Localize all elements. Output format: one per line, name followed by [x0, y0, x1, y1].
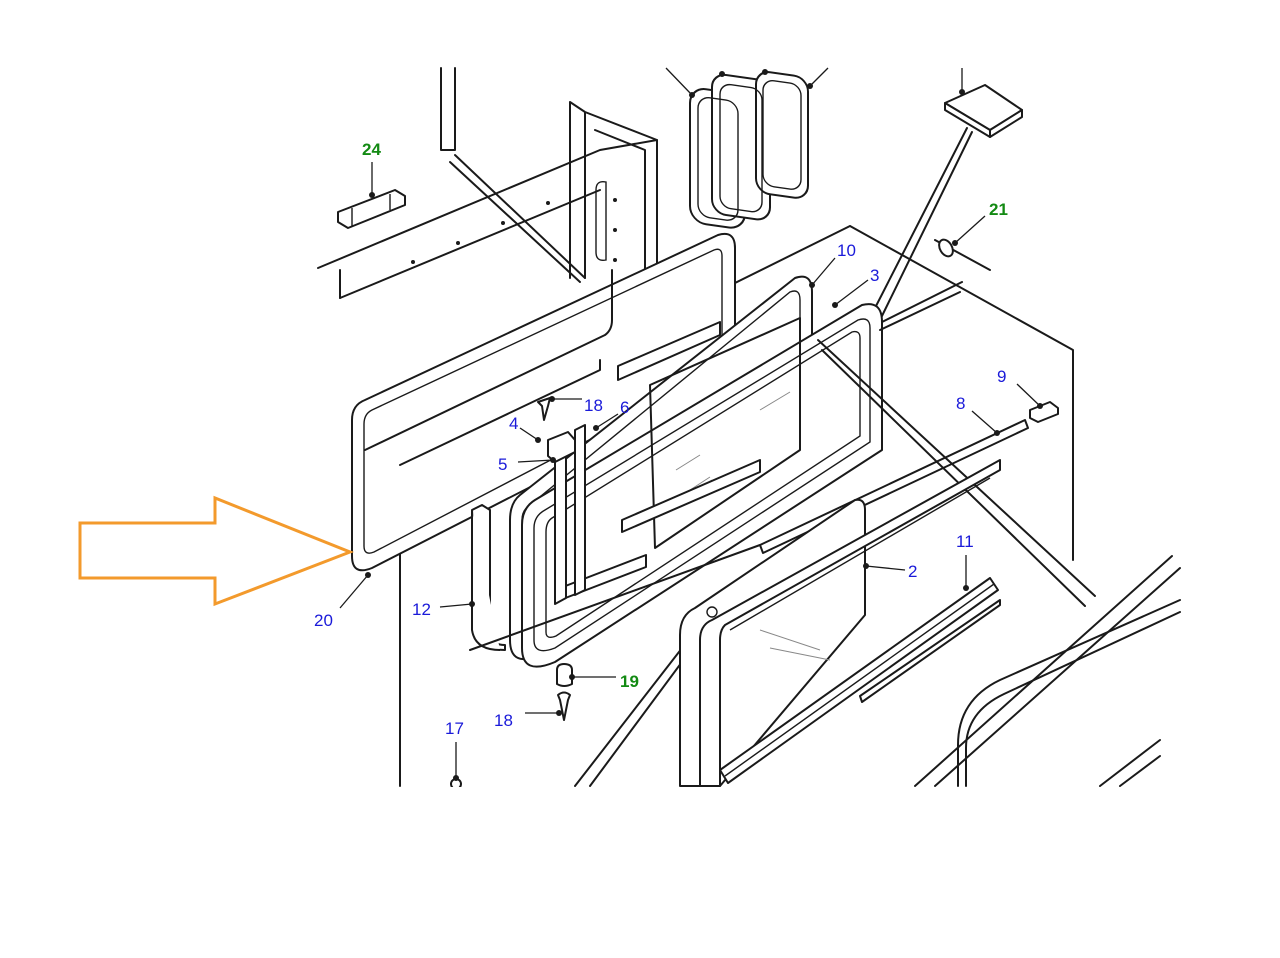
callout-9: 9 [997, 367, 1006, 386]
leader-lines [339, 67, 1043, 781]
sliding-window-part-2 [679, 459, 1001, 787]
callout-19: 19 [620, 672, 639, 691]
callout-11: 11 [956, 532, 974, 551]
callout-10: 10 [837, 241, 856, 260]
callout-21: 21 [989, 200, 1008, 219]
clip-part-24 [337, 162, 406, 229]
callout-2: 2 [908, 562, 917, 581]
arrow-right-outline-icon [78, 495, 355, 607]
seal-frames-top [689, 71, 809, 229]
slats [554, 321, 761, 603]
channel-part-12 [471, 504, 506, 651]
callout-18-bottom: 18 [494, 711, 513, 730]
screw-part-18-bottom [557, 691, 571, 721]
stop-part-19 [556, 663, 573, 687]
callout-18-top: 18 [584, 396, 603, 415]
crop-mask-top [0, 0, 1280, 66]
callout-3: 3 [870, 266, 879, 285]
callout-labels: 24 21 10 3 9 8 18 6 4 5 11 2 12 20 19 18… [314, 140, 1008, 738]
pad-top-right [874, 68, 1023, 321]
callout-8: 8 [956, 394, 965, 413]
crop-mask-bottom [0, 787, 1280, 958]
callout-17: 17 [445, 719, 464, 738]
block-part-9 [1029, 401, 1059, 423]
screw-part-18-top [537, 397, 551, 421]
callout-12: 12 [412, 600, 431, 619]
callout-6: 6 [620, 398, 629, 417]
posts [547, 424, 586, 605]
callout-24: 24 [362, 140, 381, 159]
callout-4: 4 [509, 414, 518, 433]
callout-5: 5 [498, 455, 507, 474]
pin-part-21 [934, 238, 991, 271]
rail-part-11 [719, 577, 1001, 784]
assembly-lines [449, 154, 1096, 787]
callout-20: 20 [314, 611, 333, 630]
